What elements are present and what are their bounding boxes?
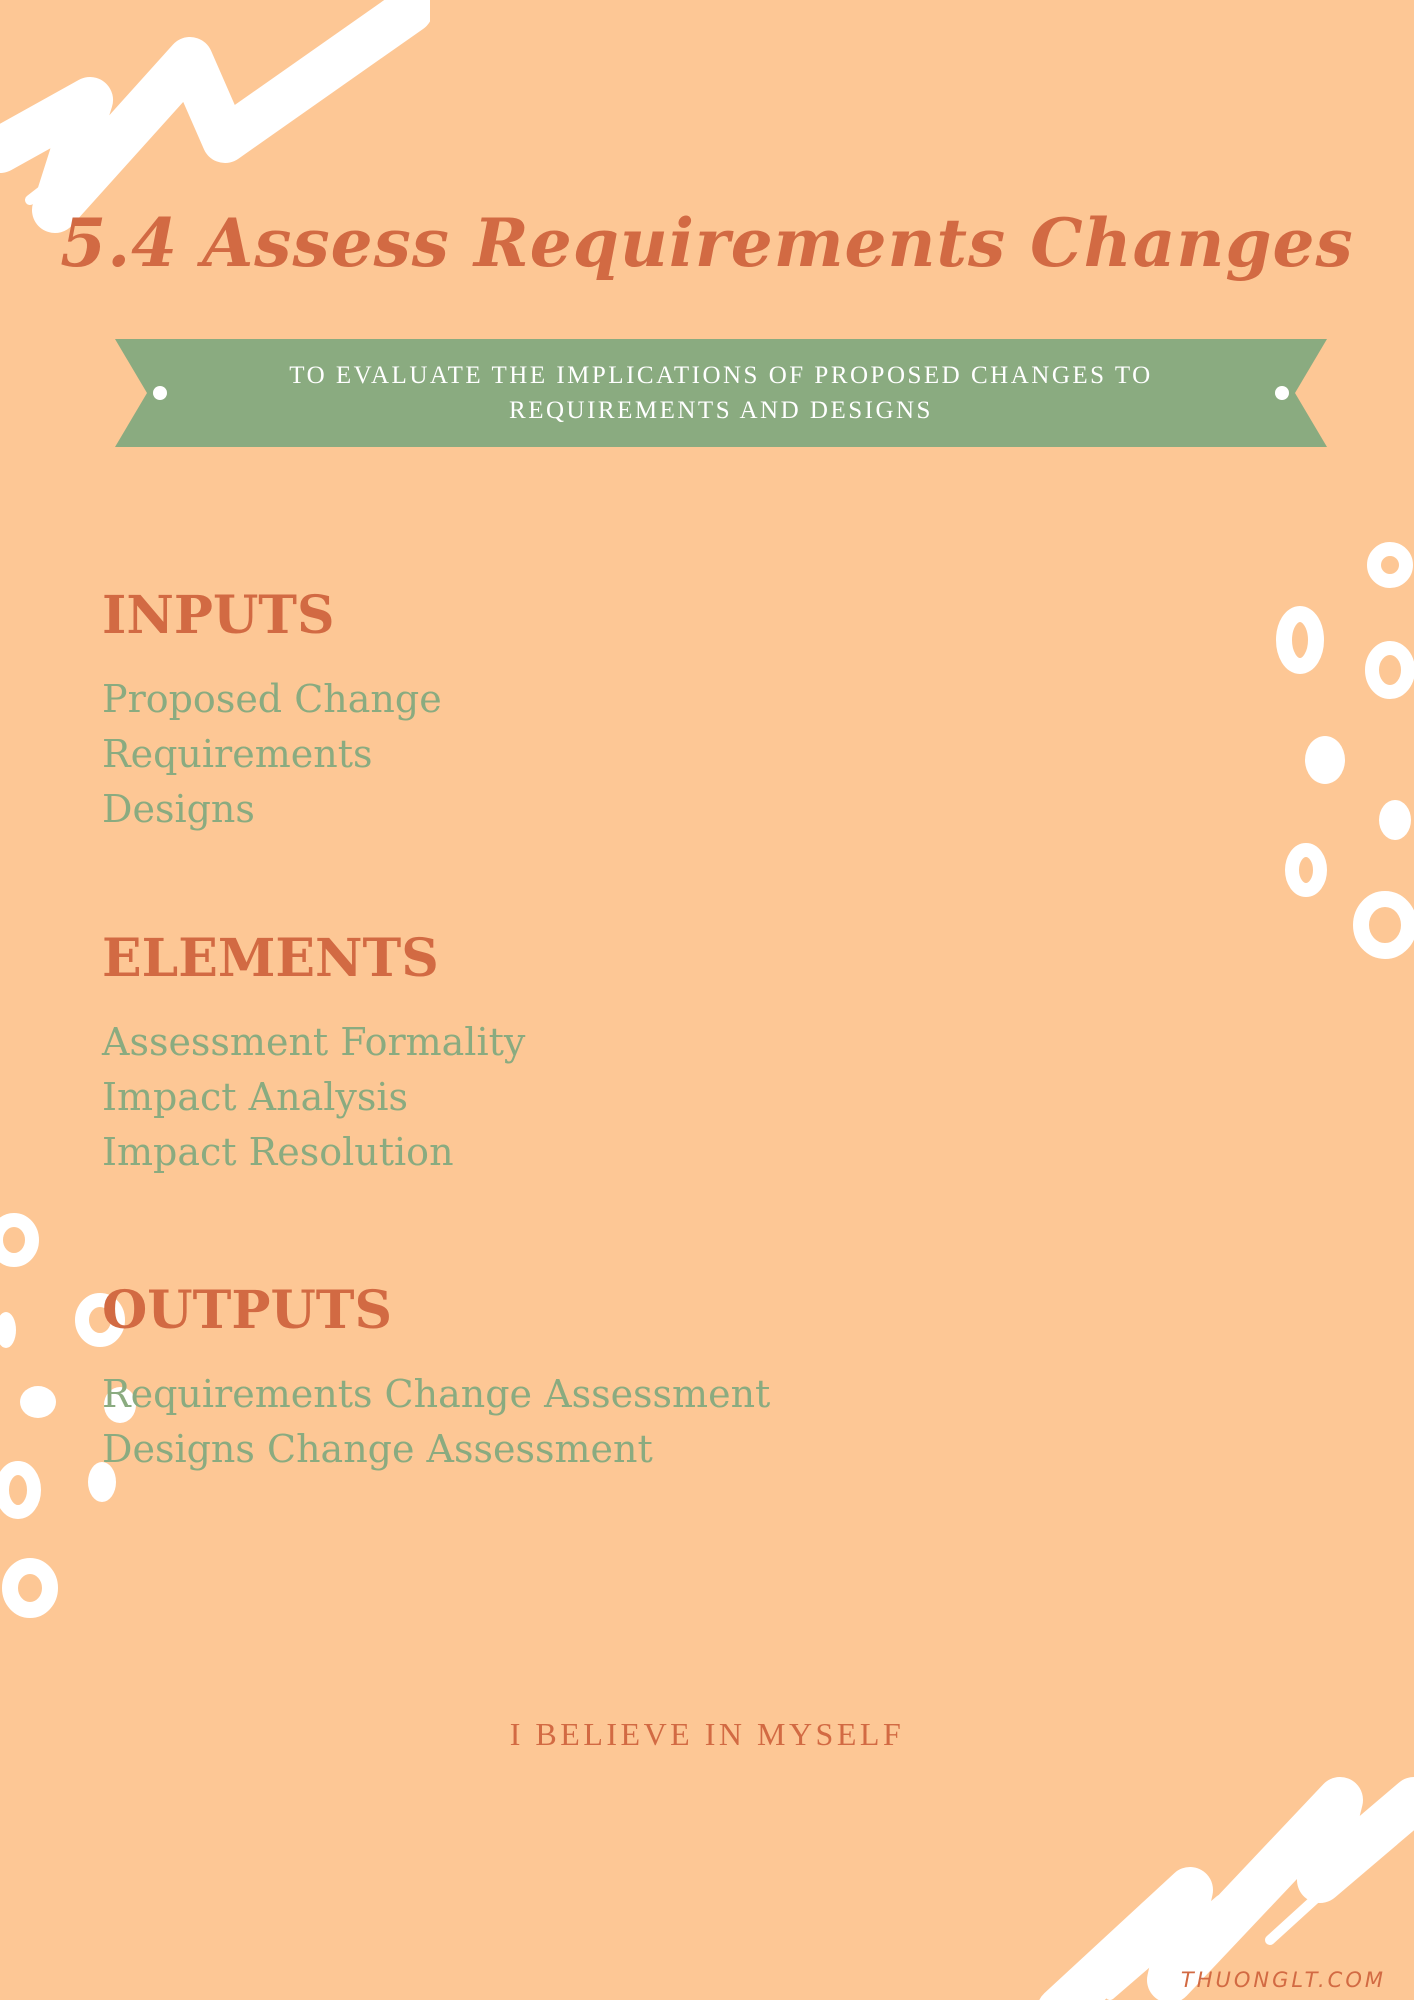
list-item: Designs Change Assessment — [102, 1427, 653, 1471]
site-watermark: THUONGLT.COM — [1180, 1968, 1386, 1992]
inputs-list: Proposed Change Requirements Designs — [102, 672, 442, 837]
list-item: Impact Analysis — [102, 1075, 409, 1119]
list-item: Designs — [102, 787, 255, 831]
page-title: 5.4 Assess Requirements Changes — [60, 204, 1354, 283]
banner-dot-right — [1275, 386, 1289, 400]
brush-stroke-top-left — [0, 0, 430, 233]
banner-text: TO EVALUATE THE IMPLICATIONS OF PROPOSED… — [115, 339, 1327, 447]
banner-line-2: REQUIREMENTS AND DESIGNS — [509, 397, 933, 424]
section-inputs: INPUTS Proposed Change Requirements Desi… — [102, 585, 442, 837]
motto: I BELIEVE IN MYSELF — [509, 1716, 905, 1752]
ring-doodles-right — [1276, 542, 1414, 959]
section-heading-elements: ELEMENTS — [102, 928, 439, 989]
banner-dot-left — [153, 386, 167, 400]
list-item: Proposed Change — [102, 677, 442, 721]
elements-list: Assessment Formality Impact Analysis Imp… — [102, 1015, 525, 1180]
section-heading-inputs: INPUTS — [102, 585, 335, 646]
ring-doodles-left — [0, 1213, 136, 1618]
banner-ribbon — [115, 339, 1327, 447]
list-item: Impact Resolution — [102, 1130, 454, 1174]
outputs-list: Requirements Change Assessment Designs C… — [102, 1367, 770, 1477]
banner-line-1: TO EVALUATE THE IMPLICATIONS OF PROPOSED… — [289, 362, 1153, 389]
list-item: Requirements Change Assessment — [102, 1372, 771, 1416]
list-item: Assessment Formality — [102, 1020, 526, 1064]
section-elements: ELEMENTS Assessment Formality Impact Ana… — [102, 928, 525, 1180]
section-outputs: OUTPUTS Requirements Change Assessment D… — [102, 1280, 770, 1477]
brush-stroke-bottom-right — [1039, 1777, 1414, 2000]
section-heading-outputs: OUTPUTS — [102, 1280, 393, 1341]
list-item: Requirements — [102, 732, 373, 776]
